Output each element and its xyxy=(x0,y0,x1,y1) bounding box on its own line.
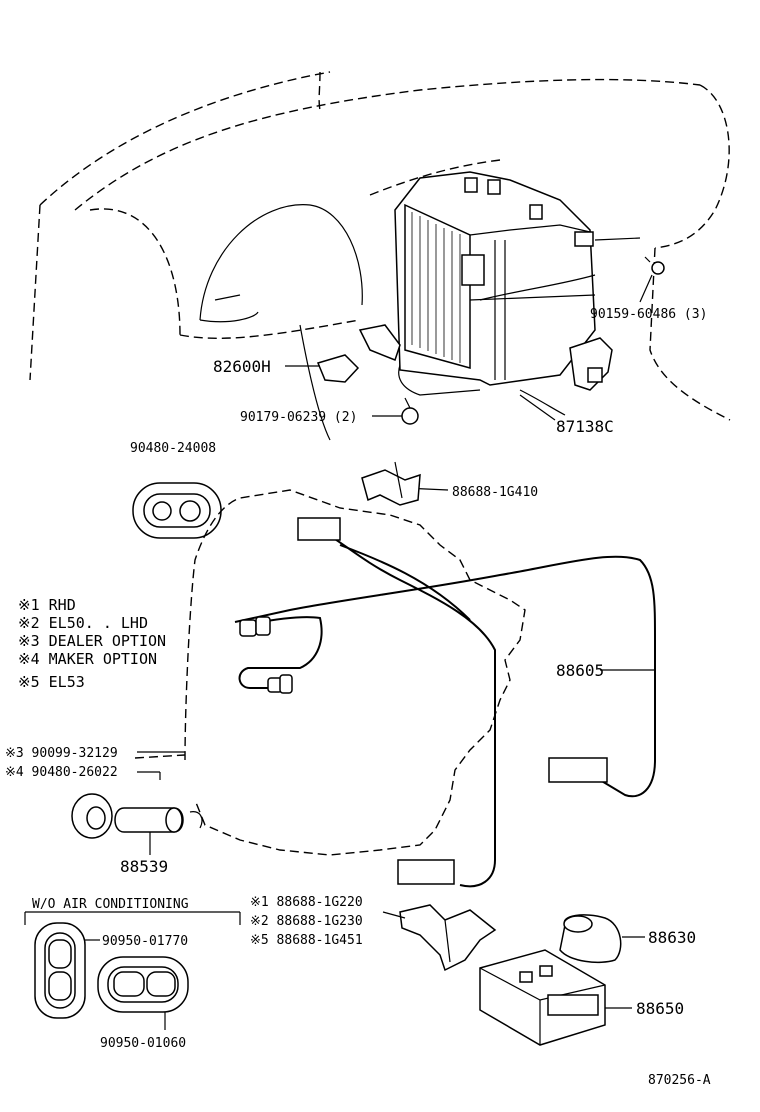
label-88688-1G451: ※5 88688-1G451 xyxy=(250,933,363,948)
label-82600H: 82600H xyxy=(213,357,271,376)
legend-item: ※5 EL53 xyxy=(18,673,85,691)
grommet-90480-26022 xyxy=(71,793,113,839)
legend-item: ※3 DEALER OPTION xyxy=(18,632,166,650)
label-88688-1G220: ※1 88688-1G220 xyxy=(250,895,363,910)
plug-90950-01060 xyxy=(97,956,189,1030)
wo-ac-bracket xyxy=(24,911,241,925)
legend-item: ※4 MAKER OPTION xyxy=(18,650,157,668)
label-90480-26022: ※4 90480-26022 xyxy=(5,765,118,780)
amplifier-88650 xyxy=(479,949,632,1046)
leader-lines-upper xyxy=(285,274,653,491)
plug-90950-01770 xyxy=(34,922,100,1019)
bracket-88688-1G410 xyxy=(361,461,421,506)
diagram-id: 870256-A xyxy=(648,1073,711,1088)
label-88630: 88630 xyxy=(648,928,696,947)
bolt-90159 xyxy=(644,256,665,275)
label-wo-air-conditioning: W/O AIR CONDITIONING xyxy=(32,897,189,912)
bracket-88688-1G220 xyxy=(382,904,497,972)
label-90950-01770: 90950-01770 xyxy=(102,934,188,949)
option-legend: ※1 RHD ※2 EL50. . LHD ※3 DEALER OPTION ※… xyxy=(18,596,166,691)
label-90159-60486: 90159-60486 (3) xyxy=(590,307,707,322)
label-88688-1G410: 88688-1G410 xyxy=(452,485,538,500)
label-88688-1G230: ※2 88688-1G230 xyxy=(250,914,363,929)
label-90099-32129: ※3 90099-32129 xyxy=(5,746,118,761)
heater-blower-unit xyxy=(358,171,641,416)
dashboard-outline xyxy=(29,71,731,421)
leader-lines-middle xyxy=(137,751,185,780)
label-90179-06239: 90179-06239 (2) xyxy=(240,410,357,425)
blower-resistor xyxy=(569,337,613,391)
flasher-88630 xyxy=(559,914,645,963)
fuse-82600H xyxy=(316,354,360,383)
instrument-cluster xyxy=(199,204,363,441)
engine-outline xyxy=(134,489,526,856)
label-88605: 88605 xyxy=(556,661,604,680)
label-87138C: 87138C xyxy=(556,417,614,436)
wire-harness-88605 xyxy=(234,517,656,888)
label-88539: 88539 xyxy=(120,857,168,876)
part-labels: 82600H 90179-06239 (2) 87138C 90159-6048… xyxy=(5,307,711,1088)
label-90480-24008: 90480-24008 xyxy=(130,441,216,456)
label-88650: 88650 xyxy=(636,999,684,1018)
grommet-90480-24008 xyxy=(132,482,222,539)
label-90950-01060: 90950-01060 xyxy=(100,1036,186,1051)
legend-item: ※2 EL50. . LHD xyxy=(18,614,148,632)
legend-item: ※1 RHD xyxy=(18,596,76,614)
clip-90179 xyxy=(401,397,419,425)
tube-88539 xyxy=(114,807,203,855)
